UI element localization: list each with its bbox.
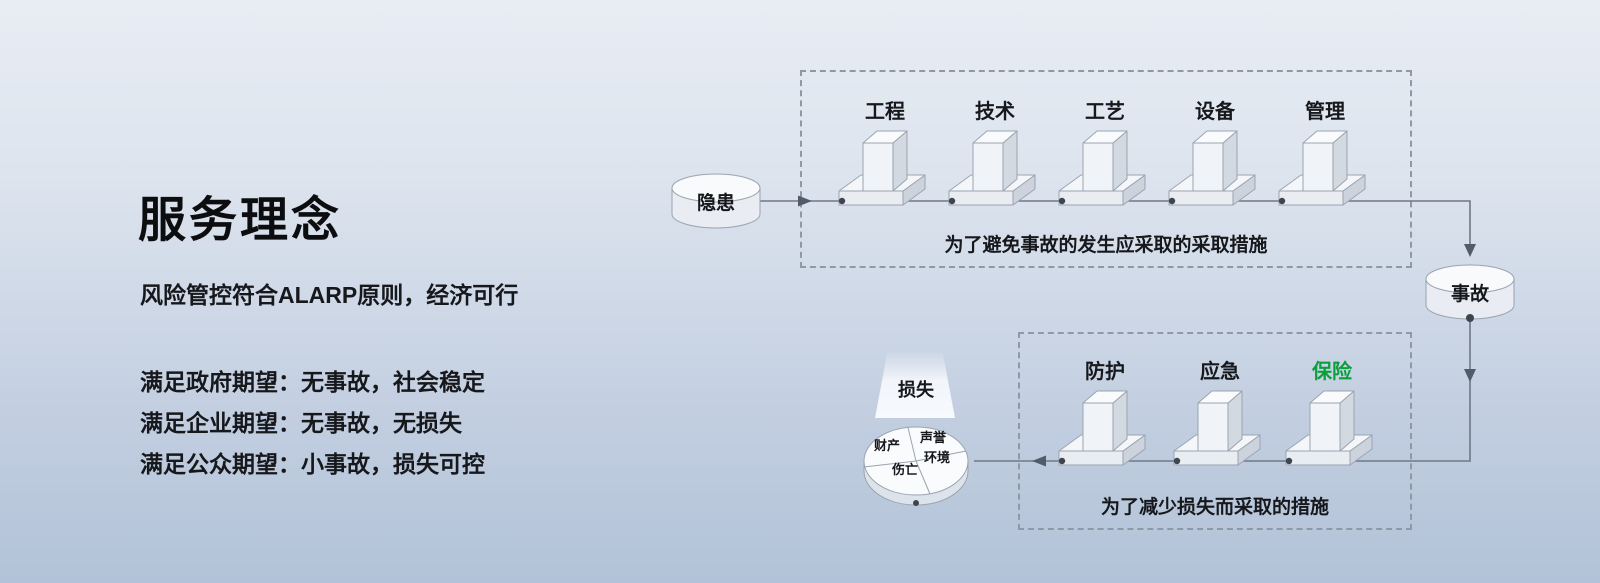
barrier-engineering: 工程	[825, 100, 945, 220]
hazard-node: 隐患	[668, 168, 764, 234]
expectation-enterprise: 满足企业期望：无事故，无损失	[140, 410, 462, 436]
loss-glow	[875, 350, 955, 418]
barrier-block-icon	[1168, 130, 1256, 206]
barrier-label: 工程	[865, 101, 905, 123]
barrier-technology: 技术	[935, 100, 1055, 220]
prevention-caption: 为了避免事故的发生应采取的采取措施	[944, 235, 1268, 256]
barrier-label: 工艺	[1085, 101, 1125, 123]
loss-segment-reputation: 声誉	[920, 430, 947, 445]
expectations-list: 满足政府期望：无事故，社会稳定 满足企业期望：无事故，无损失 满足公众期望：小事…	[140, 362, 485, 485]
loss-segment-casualty: 伤亡	[892, 462, 919, 477]
barrier-label: 保险	[1312, 361, 1352, 383]
barrier-block-icon	[1285, 390, 1373, 466]
prevention-box	[800, 70, 1412, 268]
loss-label: 损失	[898, 380, 934, 400]
loss-segment-environment: 环境	[924, 450, 951, 465]
expectation-government: 满足政府期望：无事故，社会稳定	[140, 369, 485, 395]
barrier-block-icon	[1278, 130, 1366, 206]
page-title: 服务理念	[138, 194, 343, 247]
barrier-block-icon	[1058, 130, 1146, 206]
loss-pie: 财产 声誉 伤亡 环境	[860, 415, 972, 507]
barrier-label: 防护	[1085, 361, 1125, 383]
barrier-block-icon	[1058, 390, 1146, 466]
expectation-public: 满足公众期望：小事故，损失可控	[140, 451, 485, 477]
barrier-management: 管理	[1265, 100, 1385, 220]
hazard-label: 隐患	[696, 192, 735, 214]
barrier-label: 设备	[1195, 101, 1235, 123]
page-subtitle: 风险管控符合ALARP原则，经济可行	[140, 282, 519, 308]
barrier-block-icon	[948, 130, 1036, 206]
barrier-label: 应急	[1200, 361, 1240, 383]
barrier-insurance: 保险	[1272, 360, 1392, 480]
accident-label: 事故	[1450, 283, 1489, 305]
barrier-label: 技术	[975, 101, 1015, 123]
loss-segment-property: 财产	[874, 438, 901, 453]
barrier-block-icon	[1173, 390, 1261, 466]
mitigation-box	[1018, 332, 1412, 530]
barrier-process: 工艺	[1045, 100, 1165, 220]
barrier-equipment: 设备	[1155, 100, 1275, 220]
barrier-block-icon	[838, 130, 926, 206]
mitigation-caption: 为了减少损失而采取的措施	[1100, 497, 1329, 518]
barrier-emergency: 应急	[1160, 360, 1280, 480]
barrier-label: 管理	[1305, 101, 1345, 123]
barrier-protection: 防护	[1045, 360, 1165, 480]
accident-node: 事故	[1422, 259, 1518, 325]
connection-dot	[1466, 314, 1474, 322]
